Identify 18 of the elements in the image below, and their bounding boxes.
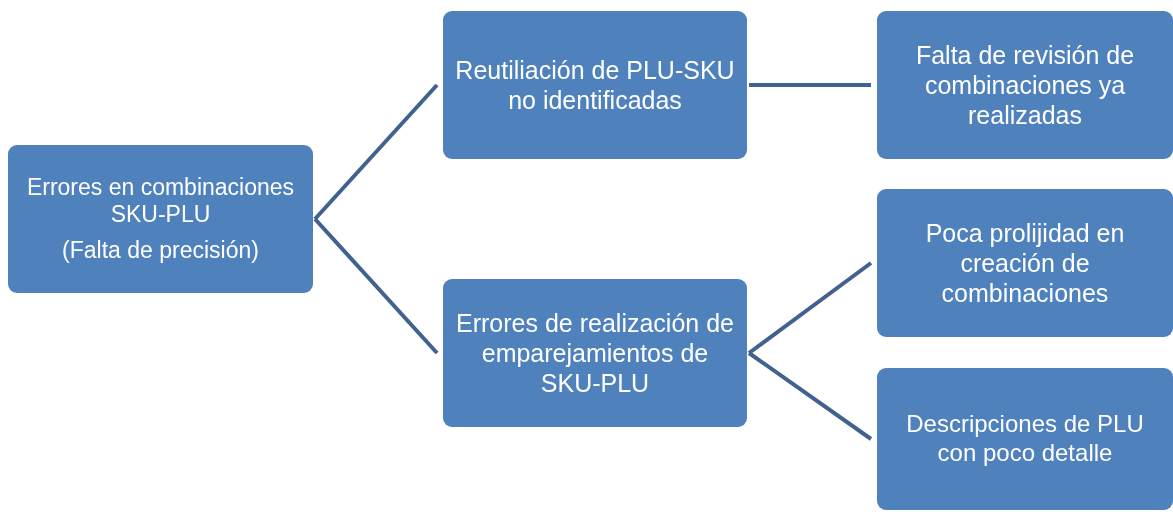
process-box	[443, 279, 747, 427]
box-label: Reutiliación de PLU-SKU no identificadas	[454, 55, 736, 115]
box-label: Descripciones de PLU con poco detalle	[905, 410, 1145, 468]
box-label: (Falta de precisión)	[62, 236, 259, 265]
box-label: Falta de revisión de combinaciones ya realizadas	[914, 40, 1136, 130]
process-box	[443, 11, 747, 159]
process-box	[877, 189, 1173, 337]
process-box	[8, 145, 313, 293]
box-label: Poca prolijidad en creación de combinaciones	[924, 218, 1126, 308]
process-box	[877, 368, 1173, 510]
connector-line	[749, 83, 871, 87]
box-label: Errores en combinaciones SKU-PLU	[25, 173, 296, 229]
box-label: Errores de realización de emparejamientos de SKU-PLU	[455, 308, 735, 398]
connector-line	[313, 217, 439, 355]
connector-line	[747, 261, 873, 355]
connector-line	[313, 83, 439, 221]
process-box	[877, 11, 1173, 159]
connector-line	[747, 351, 873, 441]
